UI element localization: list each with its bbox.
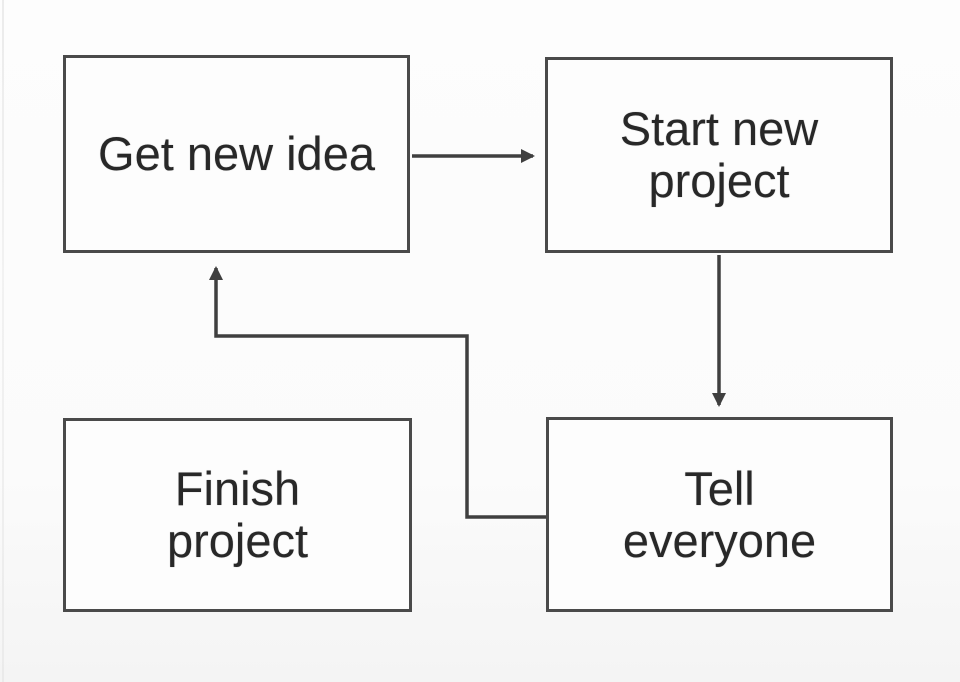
node-tell-everyone-label: Tell everyone bbox=[622, 461, 817, 567]
node-finish-project: Finish project bbox=[63, 418, 412, 612]
node-tell-everyone: Tell everyone bbox=[546, 417, 893, 612]
node-get-new-idea-label: Get new idea bbox=[98, 127, 375, 181]
node-get-new-idea: Get new idea bbox=[63, 55, 410, 253]
scan-artifact-line bbox=[2, 0, 4, 682]
node-finish-project-label: Finish project bbox=[166, 462, 309, 567]
node-start-new-project: Start new project bbox=[545, 57, 893, 253]
node-start-new-project-label: Start new project bbox=[619, 102, 819, 207]
